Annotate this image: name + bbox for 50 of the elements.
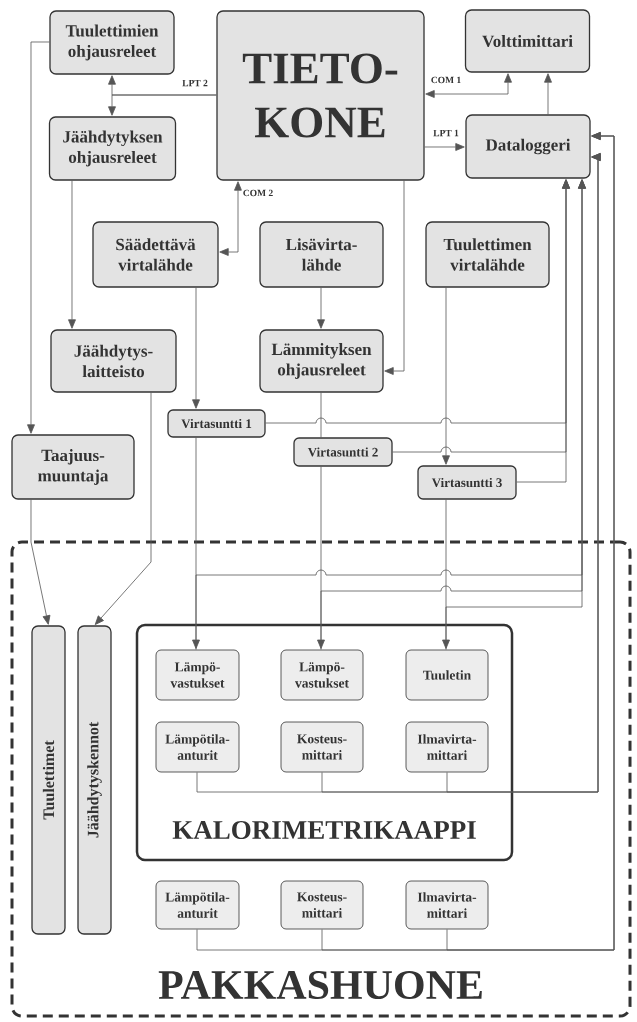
arrow [108, 94, 217, 116]
sensor-box: Ilmavirta- mittari [405, 880, 489, 930]
computer-box: TIETO- KONE [216, 10, 425, 181]
sensor-box: Kosteus- mittari [280, 880, 364, 930]
component-box: Tuulettimet [31, 625, 66, 935]
component-box: Dataloggeri [465, 114, 591, 179]
arrow [446, 153, 601, 793]
arrow [544, 73, 552, 115]
sensor-box: Lämpötila- anturit [155, 721, 240, 773]
component-box: Volttimittari [464, 9, 591, 73]
edge-label: COM 2 [241, 188, 275, 198]
arrow [516, 179, 570, 483]
shunt-box: Virtasuntti 2 [293, 437, 393, 467]
edge-label: LPT 2 [181, 78, 209, 88]
sensor-box: Ilmavirta- mittari [405, 721, 489, 773]
shunt-box: Virtasuntti 3 [417, 465, 517, 500]
arrow [442, 287, 450, 465]
arrow [424, 143, 465, 151]
arrow [27, 41, 50, 434]
sensor-box: Tuuletin [405, 649, 489, 701]
edge-label: COM 1 [429, 75, 463, 85]
arrow [192, 287, 200, 409]
component-box: Jäähdytys- laitteisto [50, 329, 177, 393]
arrow [445, 179, 586, 650]
shunt-box: Virtasuntti 1 [167, 409, 266, 438]
arrow [219, 181, 242, 256]
component-box: Tuulettimien ohjausreleet [49, 10, 175, 75]
edge-label: LPT 1 [432, 128, 460, 138]
component-box: Taajuus- muuntaja [11, 434, 135, 500]
sensor-box: Lämpö- vastukset [280, 649, 364, 701]
sensor-box: Kosteus- mittari [280, 721, 364, 773]
arrow [317, 466, 325, 649]
component-box: Jäähdytyksen ohjausreleet [48, 116, 177, 181]
arrow [317, 287, 325, 329]
component-box: Tuulettimen virtalähde [425, 221, 550, 288]
component-box: Lisävirta- lähde [259, 221, 384, 288]
arrow [30, 499, 51, 625]
arrow [446, 132, 615, 951]
arrow [94, 392, 152, 625]
sensor-box: Lämpö- vastukset [155, 649, 240, 701]
component-box: Lämmityksen ohjausreleet [259, 329, 384, 393]
sensor-box: Lämpötila- anturit [155, 880, 240, 930]
arrow [425, 73, 512, 98]
arrow [192, 437, 200, 649]
arrow [384, 180, 405, 375]
connector-line [320, 392, 322, 438]
component-box: Säädettävä virtalähde [92, 221, 219, 288]
arrow [442, 499, 450, 649]
arrow [68, 180, 76, 329]
component-box: Jäähdytyskennot [77, 625, 112, 935]
